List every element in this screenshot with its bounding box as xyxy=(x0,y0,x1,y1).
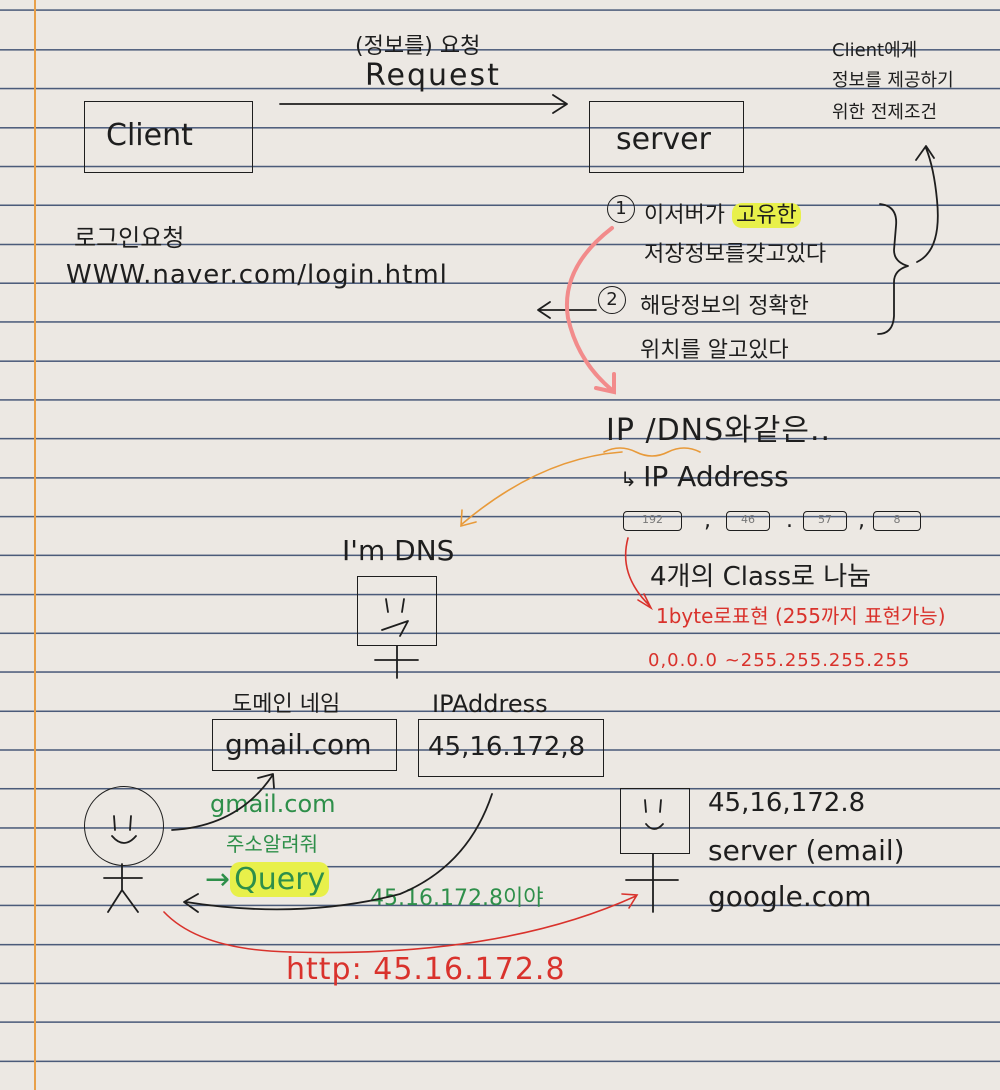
http-arrow xyxy=(164,894,637,953)
user-body xyxy=(104,864,142,912)
request-arrow xyxy=(280,95,567,113)
server-mouth xyxy=(646,824,663,829)
query-arrow xyxy=(172,774,274,830)
user-mouth xyxy=(112,836,136,843)
orange-arrow xyxy=(461,452,622,526)
server-body xyxy=(626,854,678,912)
dns-body xyxy=(375,646,418,678)
dns-eyes xyxy=(386,599,404,612)
answer-arrow xyxy=(184,794,492,912)
conditions-bracket xyxy=(878,204,908,334)
byte-arrow xyxy=(626,538,651,608)
dns-mouth xyxy=(382,621,408,636)
server-eyes xyxy=(645,800,661,812)
user-eyes xyxy=(114,816,131,830)
premise-arrow xyxy=(916,146,938,262)
